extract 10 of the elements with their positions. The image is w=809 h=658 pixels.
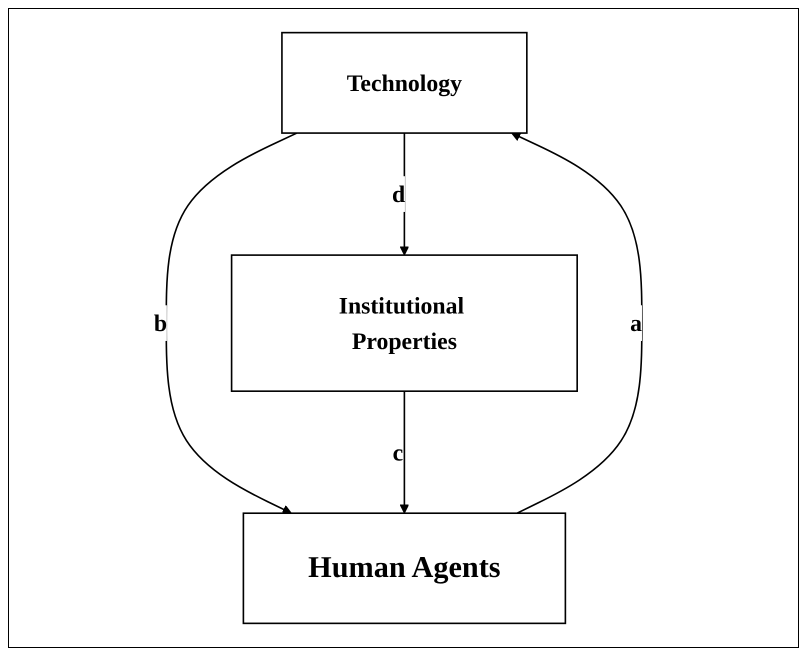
arrow (165, 132, 297, 514)
node-box: Technology (280, 32, 528, 134)
edge-label: b (154, 310, 167, 337)
edge-label: a (630, 310, 642, 337)
node-box: Institutional Properties (230, 254, 578, 392)
edge-label: c (392, 438, 403, 466)
arrow (399, 391, 409, 514)
arrow (510, 132, 642, 514)
node-box: Human Agents (242, 512, 566, 624)
edge-label: d (392, 180, 405, 208)
